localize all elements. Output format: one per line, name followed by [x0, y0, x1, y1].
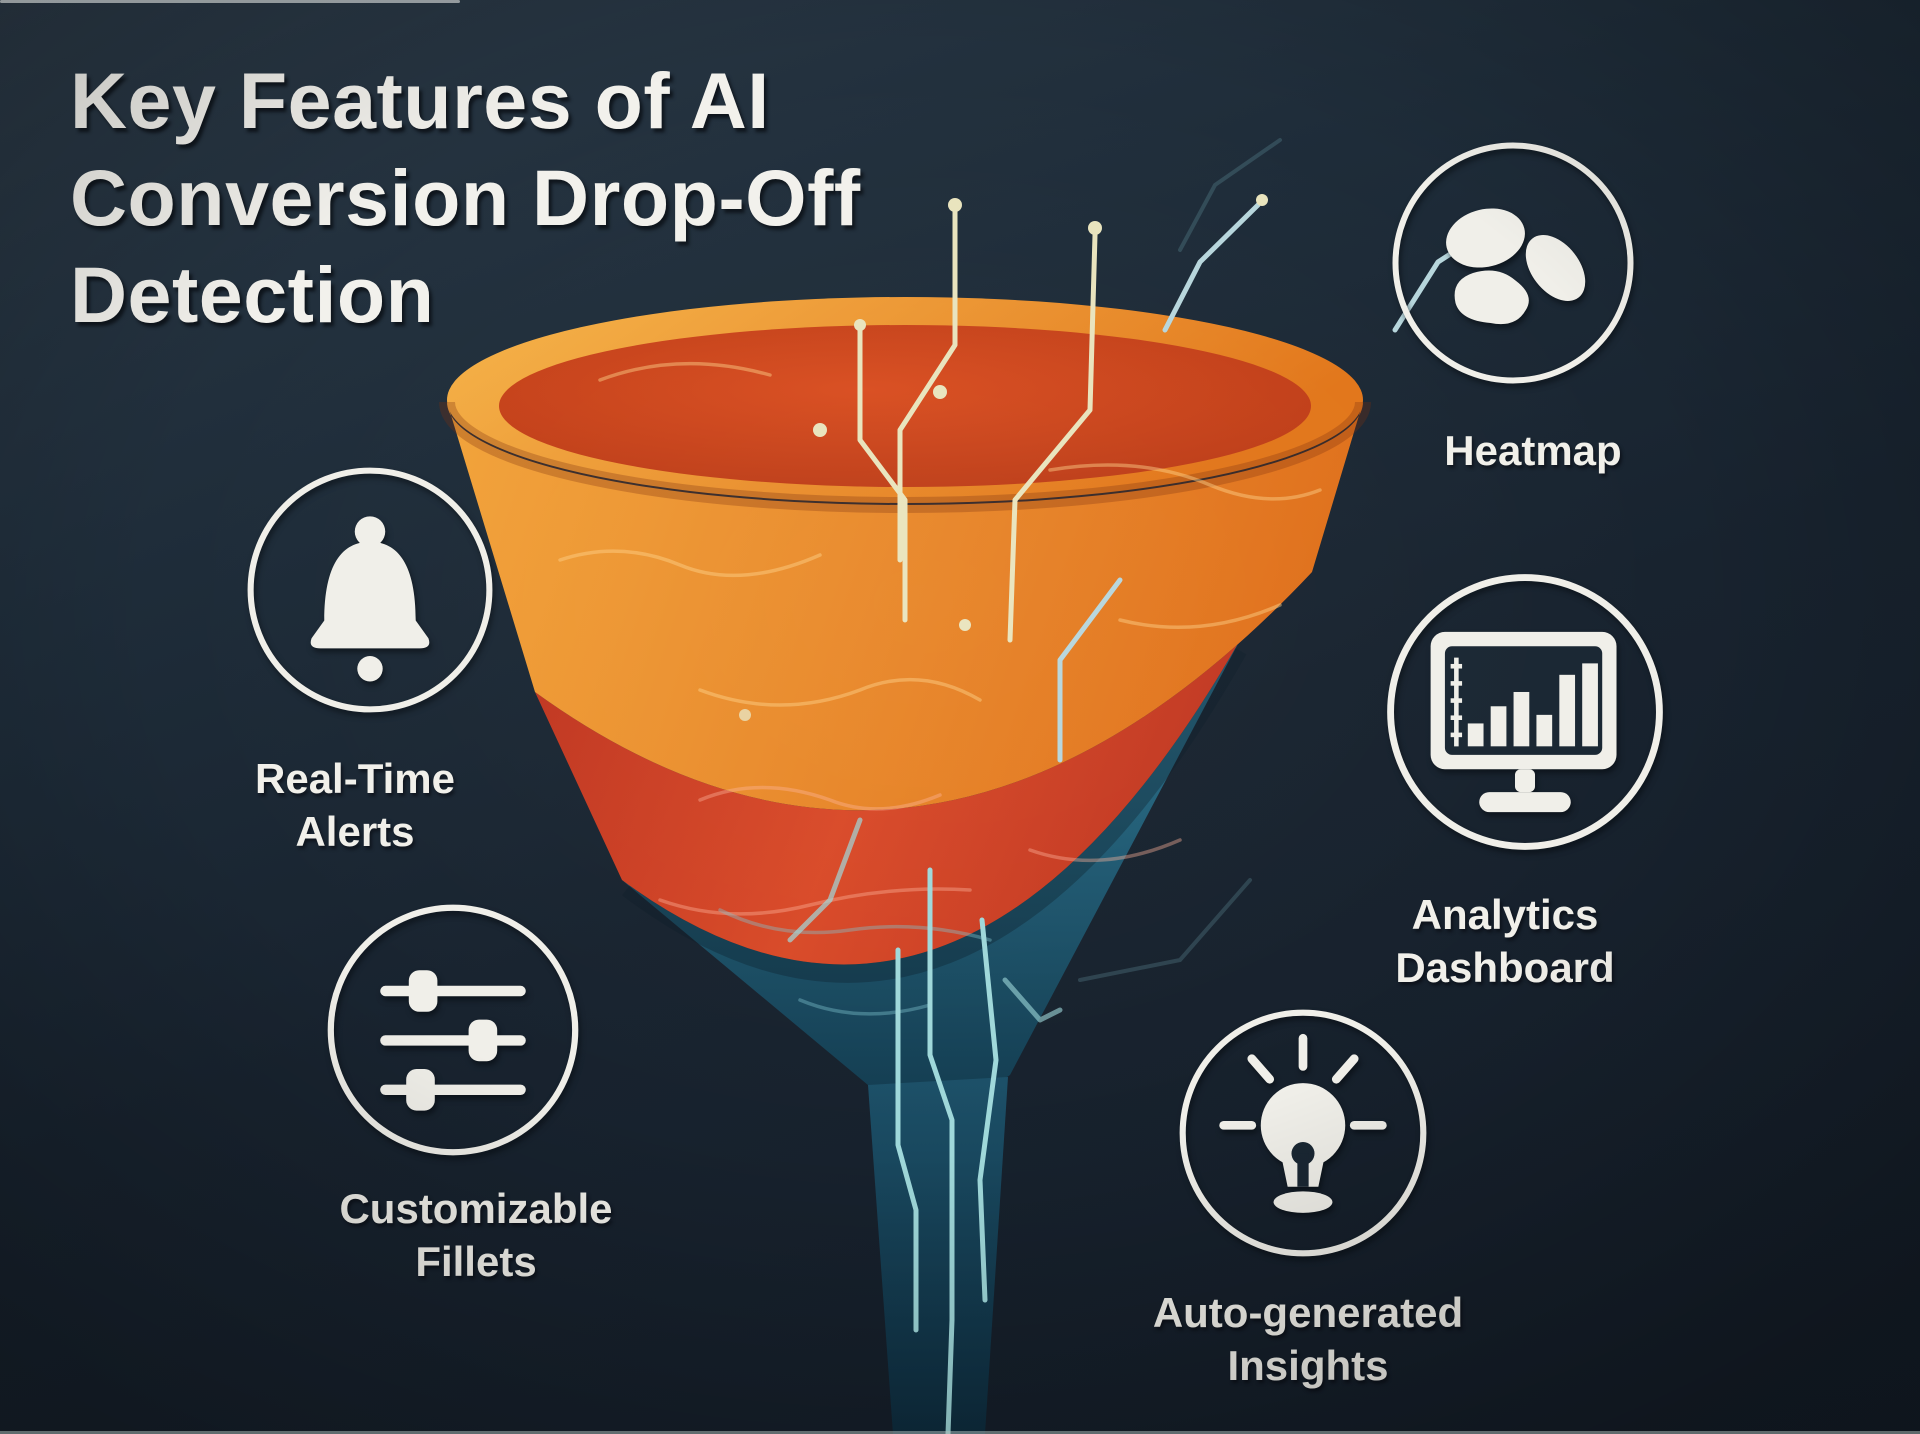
label-line: Insights [1227, 1342, 1389, 1389]
funnel-bowl-interior [499, 325, 1311, 487]
bell-icon [247, 467, 493, 713]
funnel-middle-stage [535, 572, 1312, 965]
title-line-2: Conversion Drop-Off [70, 153, 861, 242]
orange-texture-squiggles [558, 361, 1322, 707]
label-line: Alerts [295, 808, 415, 855]
title-line-3: Detection [70, 250, 435, 339]
label-line: Real-Time [255, 755, 455, 802]
feature-real-time-alerts-label: Real-Time Alerts [155, 752, 555, 858]
feature-analytics-dashboard-badge [1382, 569, 1668, 855]
feature-heatmap-badge [1388, 138, 1638, 388]
label-line: Analytics [1411, 891, 1599, 938]
badge-circle [327, 904, 579, 1156]
monitor-bar-chart-icon [1387, 574, 1663, 850]
heatmap-blobs-icon [1392, 142, 1634, 384]
bottom-edge-highlight [0, 1431, 1920, 1434]
feature-customizable-fillets-label: Customizable Fillets [256, 1182, 696, 1288]
circuit-dots [739, 194, 1481, 721]
red-texture-squiggles [658, 785, 1182, 916]
label-line: Heatmap [1444, 427, 1622, 474]
funnel-bottom-stage [622, 640, 1240, 1103]
badge-circle [1179, 1009, 1427, 1257]
label-line: Fillets [415, 1238, 537, 1285]
feature-customizable-fillets-badge [323, 900, 583, 1160]
teal-texture-squiggles [718, 908, 992, 1016]
label-line: Dashboard [1395, 944, 1615, 991]
feature-auto-generated-insights-badge [1175, 1005, 1431, 1261]
badge-circle [247, 467, 493, 713]
lightbulb-icon [1179, 1009, 1427, 1257]
feature-auto-generated-insights-label: Auto-generated Insights [1078, 1286, 1538, 1392]
teal-shadow-line [622, 641, 1247, 983]
label-line: Customizable [339, 1185, 613, 1232]
page-title: Key Features of AI Conversion Drop-Off D… [70, 52, 1170, 343]
feature-real-time-alerts-badge [243, 463, 497, 717]
label-line: Auto-generated [1152, 1289, 1464, 1336]
circuit-traces-down [787, 817, 1063, 1434]
circuit-traces-up [857, 207, 1098, 643]
sliders-icon [327, 904, 579, 1156]
top-edge-highlight [0, 0, 460, 3]
badge-circle [1392, 142, 1634, 384]
title-line-1: Key Features of AI [70, 56, 770, 145]
feature-heatmap-label: Heatmap [1333, 424, 1733, 477]
badge-circle [1387, 574, 1663, 850]
feature-analytics-dashboard-label: Analytics Dashboard [1285, 888, 1725, 994]
